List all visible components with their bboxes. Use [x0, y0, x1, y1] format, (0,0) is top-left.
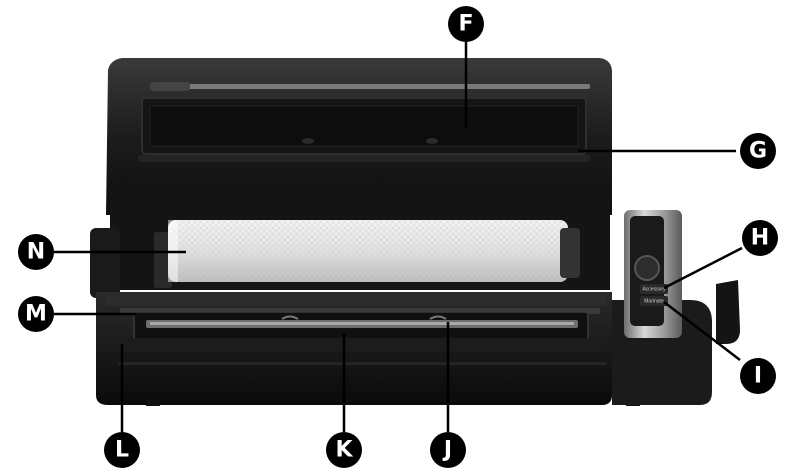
callout-g: G [740, 133, 776, 169]
lid-hinge-left [150, 82, 190, 91]
side-button-bottom[interactable] [640, 296, 668, 306]
sealing-bar-notch-left [281, 315, 299, 320]
side-cutter-tab [716, 280, 740, 344]
lid-top-bar [150, 84, 590, 89]
side-button-bottom-label: Marinate [644, 299, 664, 305]
left-roll-holder [90, 228, 120, 298]
callout-i: I [740, 358, 776, 394]
callout-l-label: L [115, 438, 129, 463]
callout-h: H [742, 220, 778, 256]
callout-k-label: K [335, 438, 353, 463]
callout-lines [54, 40, 743, 432]
callout-h-label: H [751, 226, 769, 251]
front-edge [118, 338, 606, 352]
lid-screw-right [426, 138, 438, 144]
callout-f: F [448, 6, 484, 42]
callout-m: M [18, 296, 54, 332]
callout-l: L [104, 432, 140, 468]
callout-line-i [663, 301, 741, 361]
side-button-top[interactable] [640, 284, 668, 294]
lid-screw-left [302, 138, 314, 144]
callout-j-label: J [442, 438, 452, 463]
callout-g-label: G [749, 139, 767, 164]
callout-n: N [18, 234, 54, 270]
side-button-top-label: Accessory [642, 287, 666, 293]
foot-left [146, 400, 160, 406]
callout-i-label: I [754, 364, 762, 389]
callout-badges: F G H I J K L M [18, 6, 778, 468]
callout-m-label: M [25, 302, 47, 327]
callout-line-h [663, 246, 743, 290]
callout-j: J [430, 432, 466, 468]
side-roller [634, 255, 660, 281]
callout-n-label: N [27, 240, 45, 265]
sealing-bar-notch-right [429, 315, 447, 320]
vacuum-sealer-appliance: Accessory Marinate [90, 58, 740, 406]
lid-lower-lip [138, 155, 590, 162]
callout-f-label: F [458, 12, 473, 37]
callout-k: K [326, 432, 362, 468]
